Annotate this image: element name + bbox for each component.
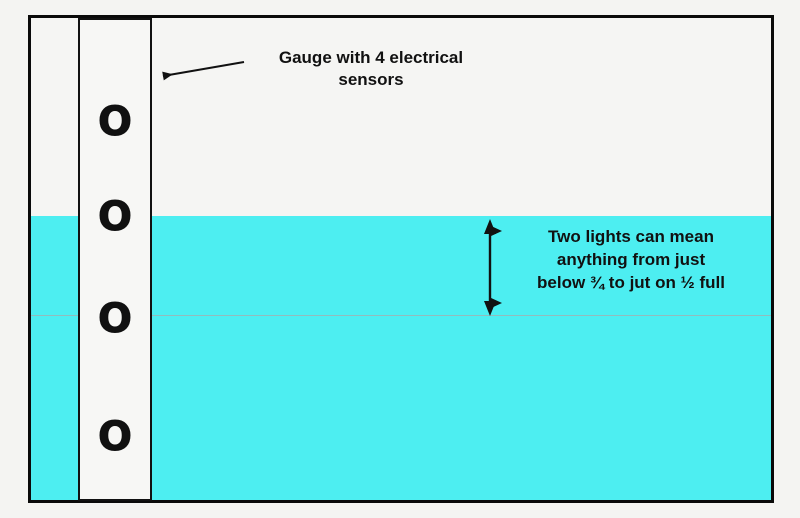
sensor-gauge: O O O O [78, 18, 152, 501]
sensor-2: O [97, 194, 132, 240]
sensor-3: O [97, 296, 132, 342]
range-callout-line-1: Two lights can mean [548, 227, 714, 246]
sensor-4: O [97, 414, 132, 460]
gauge-callout-line-1: Gauge with 4 electrical [278, 48, 464, 67]
sensor-1: O [97, 99, 132, 145]
range-callout-text: Two lights can mean anything from just b… [505, 226, 757, 295]
range-callout-line-2: anything from just [556, 249, 706, 269]
liquid-tank [28, 15, 774, 503]
half-full-marker-line [31, 315, 771, 316]
liquid-fill [31, 216, 771, 500]
range-callout-line-3: below ¾ to jut on ½ full [537, 272, 725, 292]
gauge-callout-line-2: sensors [338, 70, 404, 90]
gauge-callout-text: Gauge with 4 electrical sensors [246, 47, 496, 92]
